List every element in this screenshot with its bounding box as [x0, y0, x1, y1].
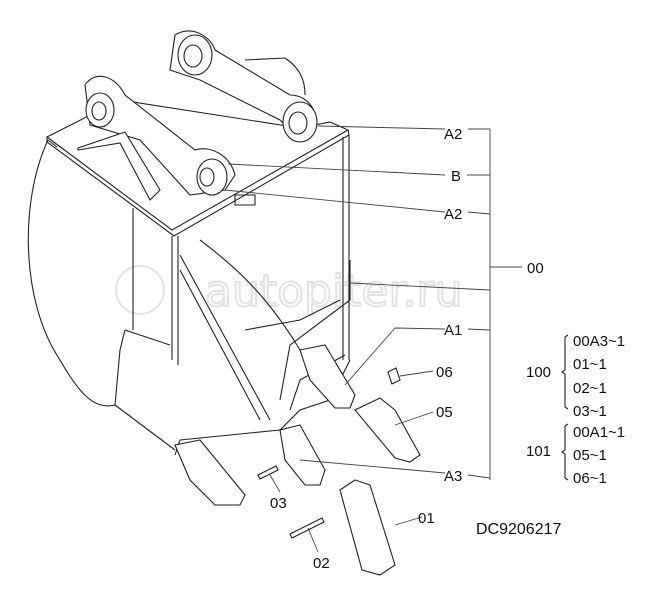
bucket-shell [27, 139, 116, 407]
kit-item: 00A1~1 [573, 424, 625, 441]
drawing-number: DC9206217 [476, 521, 562, 538]
hitch-plate-front [84, 75, 236, 196]
callout-01: 01 [418, 510, 435, 527]
callout-a2-mid: A2 [444, 206, 462, 223]
kit-item: 00A3~1 [573, 333, 625, 350]
kit-item: 05~1 [573, 447, 607, 464]
tooth-left [174, 439, 246, 506]
kit-number: 100 [526, 364, 551, 381]
callout-05: 05 [436, 404, 453, 421]
part-01-tooth [339, 479, 396, 576]
watermark: autopiter.ru [115, 265, 464, 318]
part-03-pin [257, 465, 279, 480]
tooth-middle [279, 424, 326, 486]
part-06-lock [387, 367, 401, 385]
callout-a1: A1 [444, 322, 462, 339]
callout-b: B [451, 168, 461, 185]
watermark-text: autopiter.ru [205, 266, 463, 317]
callout-00: 00 [527, 260, 544, 277]
kit-101: 101 00A1~1 05~1 06~1 [526, 423, 625, 487]
kit-number: 101 [526, 443, 551, 460]
callout-a3: A3 [444, 468, 462, 485]
callout-02: 02 [313, 555, 330, 572]
tooth-right [299, 344, 356, 409]
leader-lines [224, 125, 522, 553]
callout-03: 03 [270, 495, 287, 512]
callout-a2-top: A2 [444, 126, 462, 143]
part-05-adapter [354, 397, 421, 463]
callout-06: 06 [436, 364, 453, 381]
kit-item: 01~1 [573, 356, 607, 373]
kit-100: 100 00A3~1 01~1 02~1 03~1 [526, 333, 625, 420]
kit-item: 02~1 [573, 380, 607, 397]
side-plate-left [132, 135, 350, 365]
part-02-pin [289, 517, 325, 539]
pin-bosses [85, 34, 318, 196]
kit-item: 03~1 [573, 403, 607, 420]
kit-item: 06~1 [573, 470, 607, 487]
